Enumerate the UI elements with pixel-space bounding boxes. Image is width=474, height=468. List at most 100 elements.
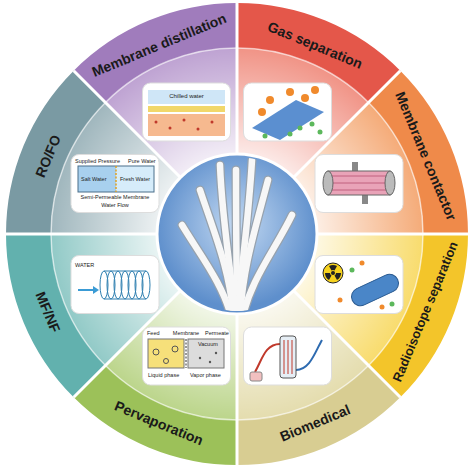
illustration-label: Pure Water xyxy=(128,158,156,165)
hollow-fiber-center xyxy=(182,160,292,320)
radioisotope-picture xyxy=(315,256,403,314)
biomedical-picture xyxy=(296,340,322,370)
membrane-contactor-picture xyxy=(385,171,395,195)
radioisotope-picture xyxy=(331,271,335,275)
radioisotope-picture xyxy=(360,261,365,266)
pervaporation-picture xyxy=(143,327,231,385)
mf-nf-picture xyxy=(100,271,150,299)
pervaporation-picture xyxy=(186,339,187,368)
gas-separation-picture xyxy=(252,100,324,140)
mf-nf-picture xyxy=(93,286,99,294)
membrane-distillation-picture xyxy=(143,83,231,141)
radioisotope-picture xyxy=(315,256,403,314)
hollow-fiber-center xyxy=(220,165,236,320)
mf-nf-picture xyxy=(78,289,93,291)
hollow-fiber-center xyxy=(242,215,292,320)
membrane-distillation-picture xyxy=(183,119,186,122)
gas-separation-picture xyxy=(244,83,332,141)
ro-fo-picture xyxy=(71,155,159,213)
biomedical-picture xyxy=(250,372,262,381)
hollow-fiber-center xyxy=(182,160,292,320)
membrane-contactor-picture xyxy=(362,195,368,204)
gas-separation-picture xyxy=(263,122,323,139)
sector-label: RO/FO xyxy=(32,132,64,179)
membrane-distillation-picture xyxy=(148,90,225,104)
pervaporation-picture xyxy=(209,361,211,363)
biomedical-picture xyxy=(292,340,293,374)
radioisotope-picture xyxy=(350,268,355,273)
membrane-distillation-picture xyxy=(155,119,214,131)
biomedical-picture xyxy=(244,327,332,385)
mf-nf-picture xyxy=(71,256,159,314)
sector-label: Membrane contactor xyxy=(393,89,461,222)
radioisotope-picture xyxy=(335,273,342,280)
sector-label: MF/NF xyxy=(32,290,63,336)
pervaporation-picture xyxy=(153,346,178,364)
sector-label: Membrane distillation xyxy=(89,10,228,80)
membrane-distillation-picture xyxy=(197,128,200,131)
illustration-label: Water Flow xyxy=(101,202,129,209)
sector-band xyxy=(6,3,468,465)
ro-fo-picture xyxy=(78,166,154,192)
ro-fo-picture xyxy=(71,155,159,213)
membrane-distillation-picture xyxy=(155,121,158,124)
sector-label: Radioisotope separation xyxy=(391,240,462,384)
gas-separation-picture xyxy=(310,122,315,127)
membrane-contactor-picture xyxy=(328,171,390,195)
radioisotope-picture xyxy=(338,298,343,303)
sector-label-box: Pervaporation xyxy=(112,398,205,449)
membrane-contactor-picture xyxy=(330,176,388,177)
sector-label-box: Radioisotope separation xyxy=(391,240,462,384)
membrane-distillation-picture xyxy=(143,83,231,141)
gas-separation-picture xyxy=(286,88,294,96)
radioisotope-picture xyxy=(329,265,337,270)
gas-separation-picture xyxy=(244,83,332,141)
membrane-distillation-picture xyxy=(148,106,225,112)
radioisotope-picture xyxy=(323,263,343,283)
membrane-distillation-picture xyxy=(211,121,214,124)
ro-fo-picture xyxy=(115,166,117,192)
gas-separation-picture xyxy=(263,134,268,139)
sector-label-box: MF/NF xyxy=(32,290,63,336)
membrane-contactor-picture xyxy=(330,190,388,191)
radioisotope-picture xyxy=(325,273,332,280)
illustration-label: Semi-Permeable Membrane xyxy=(81,194,150,201)
pervaporation-picture xyxy=(164,359,169,364)
illustration-label: Vacuum xyxy=(198,341,218,348)
illustration-label: Chilled water xyxy=(169,93,204,100)
gas-separation-picture xyxy=(288,132,293,137)
gas-separation-picture xyxy=(298,126,303,131)
sector-label-box: Gas separation xyxy=(266,18,366,72)
gas-separation-picture xyxy=(318,130,323,135)
illustration-label: Membrane xyxy=(173,330,199,337)
biomedical-picture xyxy=(284,340,292,374)
radioisotope-picture xyxy=(338,261,395,310)
sector-label-box: Biomedical xyxy=(278,402,353,445)
illustration-label: Permeate xyxy=(205,330,229,337)
sector-label-box: Membrane distillation xyxy=(89,10,228,80)
ro-fo-picture xyxy=(78,166,116,192)
gas-separation-picture xyxy=(258,108,266,116)
membrane-contactor-picture xyxy=(330,176,388,190)
hollow-fiber-center xyxy=(182,160,292,320)
radioisotope-picture xyxy=(349,271,402,308)
membrane-contactor-picture xyxy=(315,155,403,213)
illustration-label: Salt Water xyxy=(81,176,106,183)
sector-label-box: RO/FO xyxy=(32,132,64,179)
membrane-contactor-picture xyxy=(315,155,403,213)
mf-nf-picture xyxy=(71,256,159,314)
pervaporation-picture xyxy=(188,339,224,368)
illustration-label: Fresh Water xyxy=(120,176,150,183)
biomedical-picture xyxy=(255,344,280,372)
pervaporation-picture xyxy=(199,357,201,359)
sector-divider xyxy=(6,3,468,465)
hollow-fiber-center xyxy=(157,154,317,320)
sector-label-box: Membrane contactor xyxy=(393,89,461,222)
sector-label: Pervaporation xyxy=(112,398,205,449)
gas-separation-picture xyxy=(311,86,319,94)
pervaporation-picture xyxy=(153,349,159,355)
pervaporation-picture xyxy=(199,352,217,363)
sector-label: Biomedical xyxy=(278,402,353,445)
